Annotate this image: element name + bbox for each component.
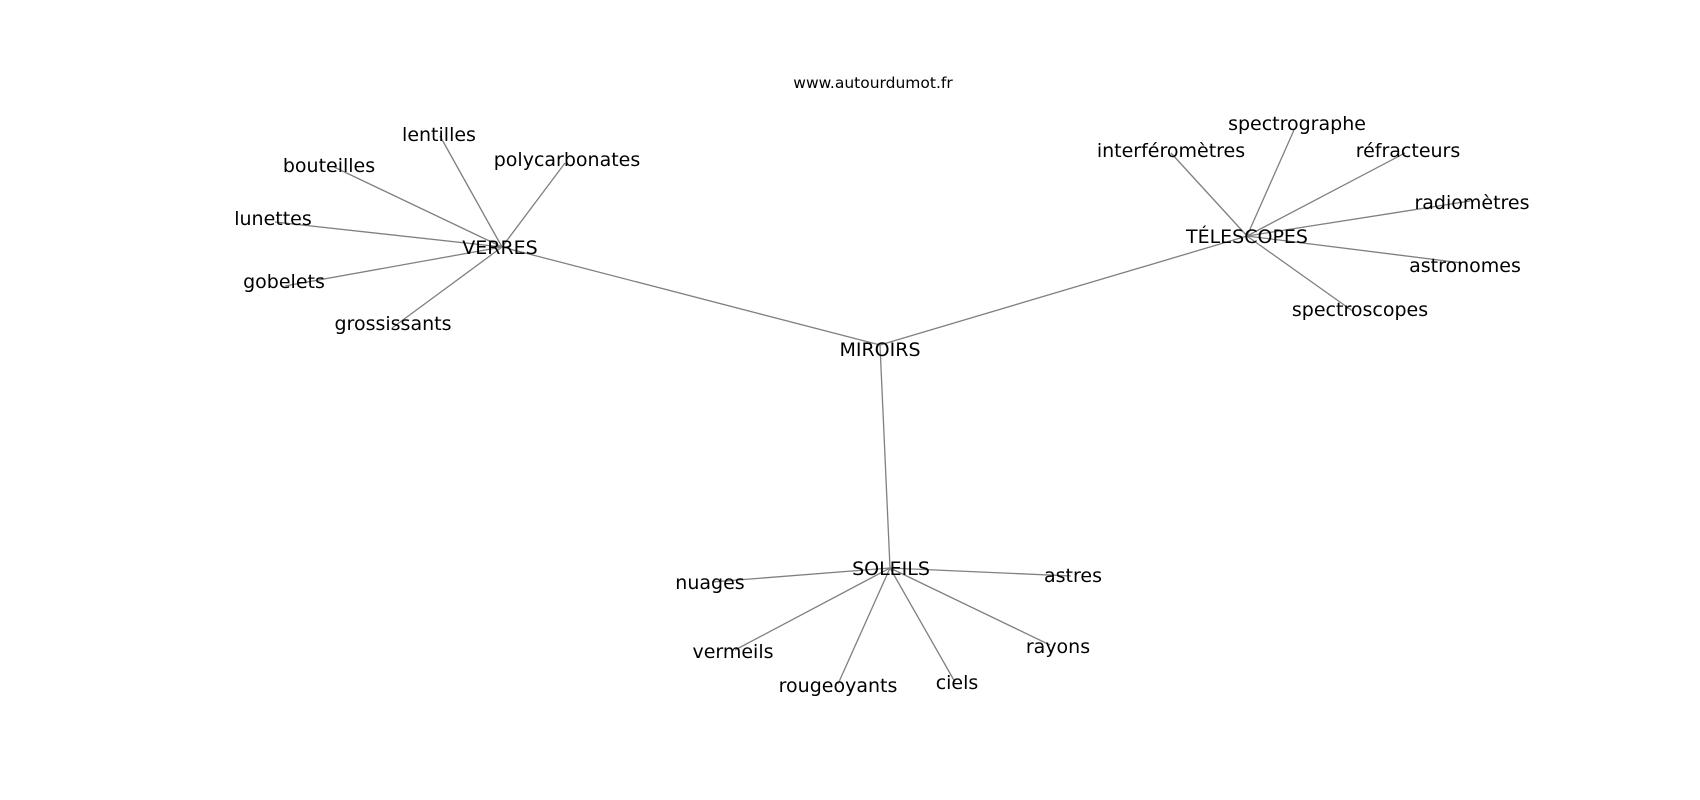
leaf-node[interactable]: rougeoyants	[779, 675, 898, 697]
watermark-text: www.autourdumot.fr	[793, 74, 953, 92]
edge-telescopes-refracteurs	[1246, 152, 1406, 237]
leaf-node[interactable]: nuages	[675, 572, 744, 594]
edge-verres-gobelets	[284, 246, 503, 287]
label-layer: www.autourdumot.fr MIROIRS VERRES lentil…	[234, 74, 1529, 697]
edge-telescopes-astronomes	[1246, 235, 1463, 264]
edge-verres-bouteilles	[333, 166, 503, 248]
edge-root-soleils	[879, 344, 891, 569]
leaf-node[interactable]: grossissants	[335, 313, 452, 335]
edge-soleils-astres	[889, 567, 1072, 577]
hub-node-verres[interactable]: VERRES	[462, 237, 537, 259]
leaf-node[interactable]: rayons	[1026, 636, 1090, 658]
leaf-node[interactable]: polycarbonates	[494, 149, 641, 171]
edge-layer	[274, 129, 1471, 685]
leaf-node[interactable]: lunettes	[234, 208, 312, 230]
edge-telescopes-interferometres	[1170, 152, 1248, 237]
leaf-node[interactable]: vermeils	[692, 641, 773, 663]
leaf-node[interactable]: interféromètres	[1097, 140, 1245, 162]
edge-telescopes-radiometres	[1246, 200, 1471, 237]
leaf-node[interactable]: réfracteurs	[1356, 140, 1461, 162]
edge-verres-grossissants	[391, 246, 503, 329]
leaf-node[interactable]: ciels	[936, 672, 979, 694]
leaf-node[interactable]: astres	[1044, 565, 1102, 587]
edge-telescopes-spectroscopes	[1246, 235, 1355, 313]
leaf-node[interactable]: lentilles	[402, 124, 476, 146]
edge-verres-polycarbonates	[501, 162, 566, 248]
edge-root-verres	[501, 246, 881, 346]
edge-verres-lunettes	[274, 221, 503, 248]
hub-node-telescopes[interactable]: TÉLESCOPES	[1185, 225, 1308, 248]
leaf-node[interactable]: spectrographe	[1228, 113, 1366, 135]
leaf-node[interactable]: radiomètres	[1414, 192, 1529, 214]
edge-soleils-rayons	[889, 567, 1051, 646]
edge-soleils-vermeils	[734, 567, 891, 651]
edge-telescopes-spectrographe	[1246, 129, 1295, 237]
edge-soleils-nuages	[711, 567, 891, 583]
leaf-node[interactable]: gobelets	[243, 271, 325, 293]
root-node[interactable]: MIROIRS	[839, 339, 920, 361]
leaf-node[interactable]: bouteilles	[283, 155, 375, 177]
edge-verres-lentilles	[439, 135, 503, 248]
hub-node-soleils[interactable]: SOLEILS	[852, 558, 930, 580]
edge-soleils-ciels	[889, 567, 956, 683]
leaf-node[interactable]: astronomes	[1409, 255, 1521, 277]
leaf-node[interactable]: spectroscopes	[1292, 299, 1428, 321]
edge-soleils-rougeoyants	[837, 567, 891, 685]
edge-root-telescopes	[879, 235, 1248, 346]
